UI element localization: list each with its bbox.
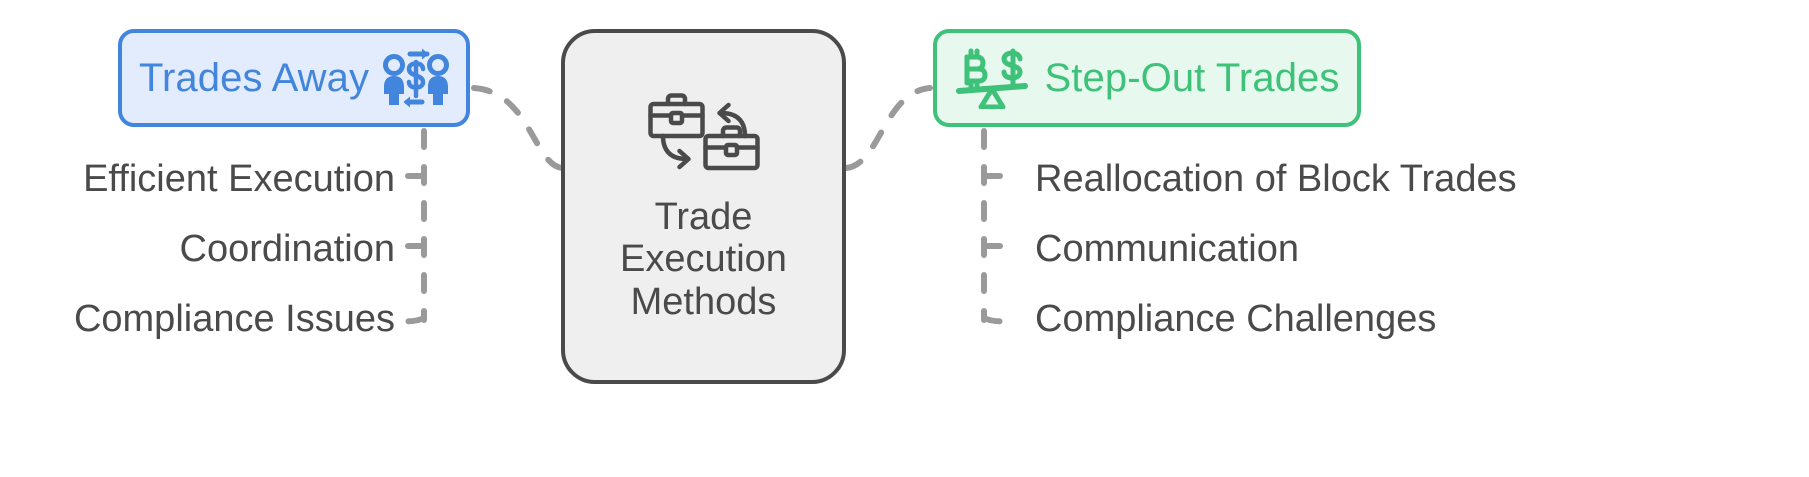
node-trade-execution-methods[interactable]: Trade Execution Methods: [561, 29, 846, 384]
leaf-compliance-challenges[interactable]: Compliance Challenges: [1035, 298, 1437, 340]
leaf-compliance-issues[interactable]: Compliance Issues: [73, 298, 395, 340]
balance-scale-bitcoin-dollar-icon: [955, 48, 1028, 109]
node-step-out-trades-label: Step-Out Trades: [1044, 55, 1340, 100]
briefcase-exchange-icon: [647, 92, 760, 170]
leaf-coordination[interactable]: Coordination: [179, 228, 395, 270]
edge-away-to-center: [471, 85, 565, 171]
node-trades-away[interactable]: Trades Away: [118, 29, 470, 127]
edge-away-branch-2: [389, 315, 427, 325]
leaf-efficient-execution[interactable]: Efficient Execution: [83, 158, 395, 200]
people-money-exchange-icon: [383, 48, 450, 108]
node-trade-execution-methods-label: Trade Execution Methods: [620, 195, 787, 323]
edge-stepout-branch-2: [981, 315, 1019, 325]
edge-center-to-stepout: [843, 85, 933, 171]
leaf-communication[interactable]: Communication: [1035, 228, 1299, 270]
node-step-out-trades[interactable]: Step-Out Trades: [933, 29, 1361, 127]
node-trades-away-label: Trades Away: [138, 55, 370, 100]
leaf-reallocation-of-block-trades[interactable]: Reallocation of Block Trades: [1035, 158, 1517, 200]
